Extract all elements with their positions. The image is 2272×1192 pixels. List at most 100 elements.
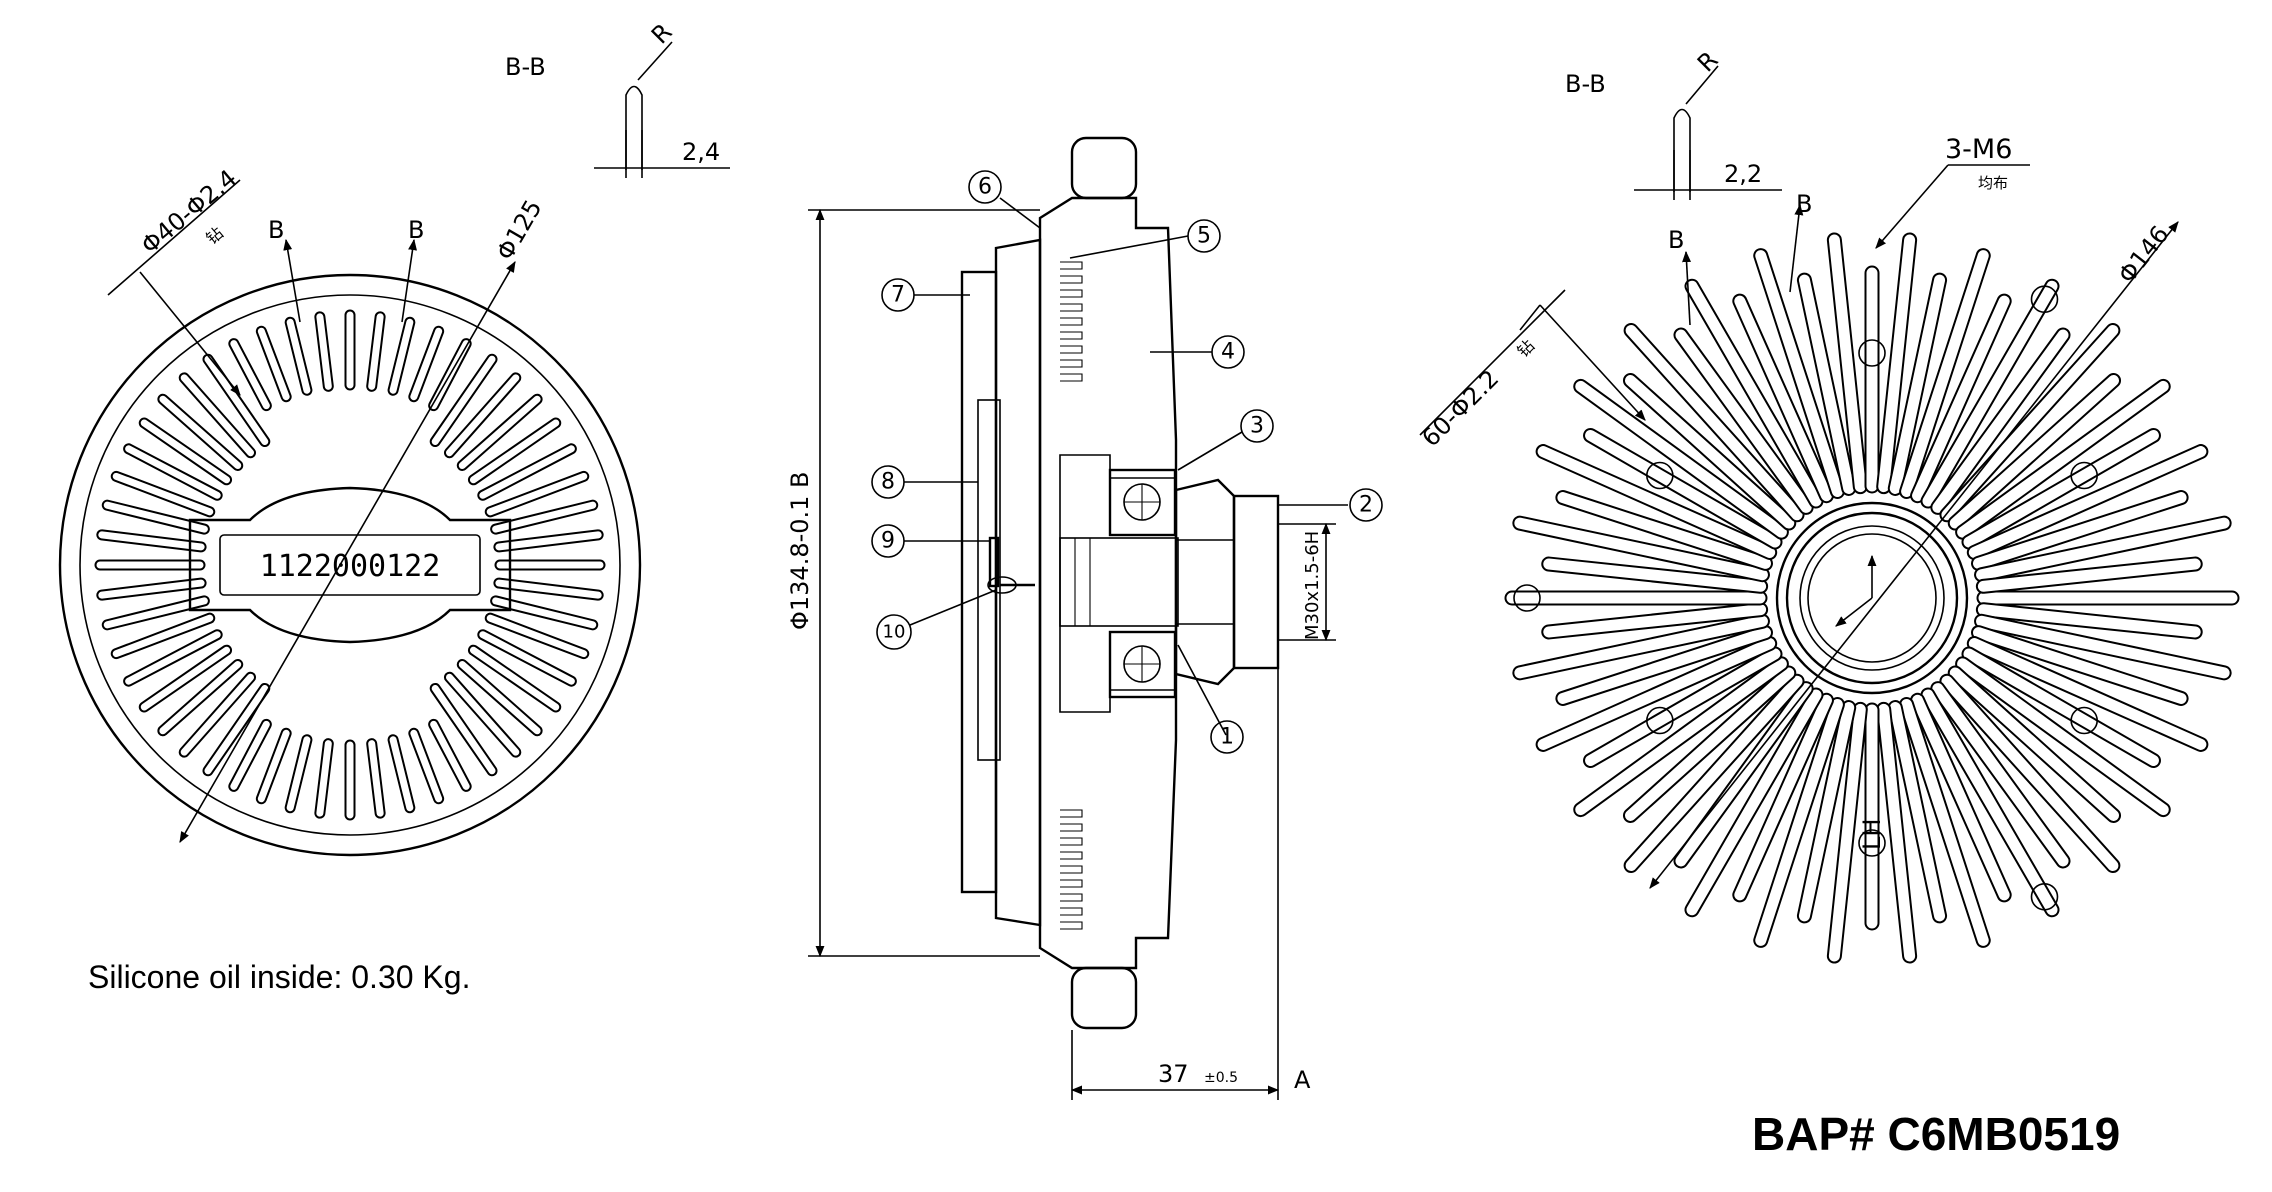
callout-9-label: 9 [881,529,895,554]
fin-tooth [1060,879,1083,888]
callout-3-leader [1177,431,1243,471]
callout-10 [876,614,912,650]
callout-5 [1187,219,1221,253]
slot-inner [316,740,332,817]
right-r-detail [1673,108,1691,192]
tapped-holes: 3-M6 [1945,134,2012,165]
fin-tooth [1060,261,1083,270]
right-r-leader [1685,65,1719,105]
left-b-mark-a: B [268,216,284,244]
fin-tooth [1060,837,1083,846]
right-hole-leader [1419,289,1566,436]
slot-inner [389,318,414,394]
fin-tooth [1060,823,1083,832]
right-r-label: R [1692,46,1724,78]
left-width-label: 2,4 [682,138,720,166]
reference-mark: A [1294,1066,1311,1094]
fin-comb-bottom [1060,809,1083,930]
callout-8-label: 8 [881,470,895,495]
left-section-label: B-B [505,53,546,81]
callout-9 [871,524,905,558]
fin-tooth [1060,893,1083,902]
front-view: 1122000122 B-B R 2,4 Φ40-Φ2.4 钻 B B Φ125 [58,18,730,857]
left-hole-spec: Φ40-Φ2.4 [136,164,242,259]
slot-inner [410,327,443,401]
callout-1-leader [1177,644,1227,736]
fin-tooth [1060,359,1083,368]
callout-1 [1210,720,1244,754]
callout-6-leader [999,197,1041,229]
fin-tooth [1060,317,1083,326]
thread-boss [1232,494,1280,670]
slot-inner [368,740,384,817]
tapped-suffix: 均布 [1978,174,2008,192]
callout-10-label: 10 [883,622,906,643]
callout-5-label: 5 [1197,224,1211,249]
callout-8 [871,465,905,499]
right-width-label: 2,2 [1724,160,1762,188]
left-r-detail [625,85,643,170]
slot-inner [316,313,332,390]
fin-tooth [1060,275,1083,284]
callout-6-label: 6 [978,175,992,200]
rotation-label: LH [1858,819,1886,850]
fin-tooth [1060,851,1083,860]
depth-value: 37 [1158,1060,1189,1088]
left-diameter-line [179,261,516,843]
right-hole-suffix: 钻 [1513,336,1538,361]
bottom-lug [1070,966,1138,1030]
main-disc [1038,196,1178,970]
left-diameter-label: Φ125 [491,195,548,265]
slot-inner [286,318,311,394]
fin-comb-top [1060,261,1083,382]
overall-diameter: Φ134.8-0.1 B [786,471,814,630]
callout-4 [1211,335,1245,369]
right-b-mark-a: B [1668,226,1684,254]
callout-2 [1349,488,1383,522]
callout-2-label: 2 [1359,493,1373,518]
fin-tooth [1060,907,1083,916]
callout-7-label: 7 [891,283,905,308]
callout-4-label: 4 [1221,340,1235,365]
callout-5-leader [1069,235,1189,259]
section-view: Φ134.8-0.1 B 37 ±0.5 A M30x1.5-6H 1 2 3 … [786,136,1383,1100]
silicone-note: Silicone oil inside: 0.30 Kg. [88,959,470,995]
right-diameter-line [1649,221,2179,889]
fin-tooth [1060,289,1083,298]
fin-tooth [1060,303,1083,312]
left-r-leader [637,41,673,81]
front-plate [977,399,1001,761]
fin-tooth [1060,865,1083,874]
callout-1-label: 1 [1220,725,1234,750]
slot-inner [257,327,290,401]
cover-plate [994,238,1042,927]
mounting-hole [1513,584,1541,612]
shaft [1059,537,1179,627]
callout-7 [881,278,915,312]
slot-inner [389,736,414,812]
thread-spec: M30x1.5-6H [1302,531,1323,640]
serial-number: 1122000122 [260,549,441,584]
top-lug [1070,136,1138,200]
right-diameter-label: Φ146 [2113,220,2175,288]
right-section-label: B-B [1565,70,1606,98]
valve-head [987,576,1017,594]
right-hole-arrow [1539,304,1646,421]
slot-inner [410,729,443,803]
hub-arrow-down [1835,597,1873,627]
fin-tooth [1060,373,1083,382]
part-number: BAP# C6MB0519 [1752,1108,2120,1160]
right-b-mark-b: B [1796,190,1812,218]
fin-tooth [1060,921,1083,930]
left-r-label: R [646,18,678,50]
fin-tooth [1060,809,1083,818]
left-b-mark-b: B [408,216,424,244]
fin-tooth [1060,331,1083,340]
hex-nut [1174,478,1236,686]
callout-3-label: 3 [1250,414,1264,439]
outer-cover [960,270,998,894]
fin-tooth [1060,345,1083,354]
slot-inner [286,736,311,812]
slot-inner [368,313,384,390]
